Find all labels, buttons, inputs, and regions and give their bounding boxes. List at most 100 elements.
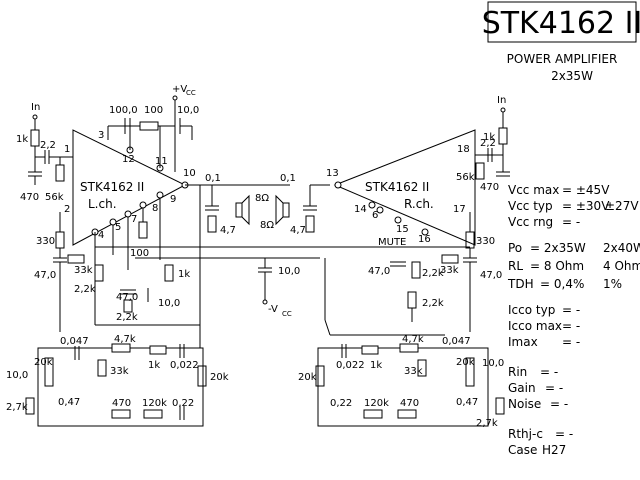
svg-text:56k: 56k	[45, 192, 64, 203]
svg-text:5: 5	[115, 222, 121, 233]
svg-text:2,2k: 2,2k	[422, 298, 444, 309]
svg-text:CC: CC	[282, 310, 292, 318]
svg-text:±27V: ±27V	[605, 199, 639, 213]
svg-text:470: 470	[400, 398, 419, 409]
svg-text:2,2: 2,2	[40, 140, 56, 151]
subtitle-power-amplifier: POWER AMPLIFIER	[507, 52, 618, 66]
svg-text:470: 470	[480, 182, 499, 193]
left-chip-name: STK4162 II	[80, 180, 144, 194]
svg-text:10,0: 10,0	[177, 105, 199, 116]
svg-text:100: 100	[144, 105, 163, 116]
svg-text:Gain: Gain	[508, 381, 536, 395]
svg-text:Icco typ: Icco typ	[508, 303, 555, 317]
svg-text:1k: 1k	[483, 132, 495, 143]
svg-text:47,0: 47,0	[34, 270, 56, 281]
svg-text:6: 6	[372, 210, 378, 221]
svg-text:0,47: 0,47	[456, 397, 478, 408]
svg-text:= ±30V: = ±30V	[562, 199, 610, 213]
svg-text:15: 15	[396, 224, 409, 235]
page-title: STK4162 II	[482, 6, 640, 41]
svg-text:= 8 Ohm: = 8 Ohm	[530, 259, 584, 273]
svg-text:4,7: 4,7	[220, 225, 236, 236]
svg-text:4 Ohm: 4 Ohm	[603, 259, 640, 273]
svg-text:120k: 120k	[142, 398, 167, 409]
svg-text:1: 1	[64, 144, 70, 155]
svg-text:33k: 33k	[440, 265, 459, 276]
svg-text:33k: 33k	[404, 366, 423, 377]
svg-text:8Ω: 8Ω	[255, 193, 269, 204]
spec-value: = ±45V	[562, 183, 610, 197]
spec-table: Vcc max = ±45V Vcc typ = ±30V ±27V Vcc r…	[507, 183, 640, 457]
right-input-terminal	[500, 107, 506, 113]
svg-text:4,7k: 4,7k	[402, 334, 424, 345]
svg-text:2,7k: 2,7k	[476, 418, 498, 429]
vcc-positive-terminal	[172, 95, 178, 101]
svg-text:13: 13	[326, 168, 339, 179]
vcc-positive-label: +V	[172, 84, 187, 95]
svg-text:10,0: 10,0	[6, 370, 28, 381]
svg-text:10,0: 10,0	[482, 358, 504, 369]
svg-text:10,0: 10,0	[158, 298, 180, 309]
svg-text:20k: 20k	[34, 357, 53, 368]
svg-text:0,1: 0,1	[205, 173, 221, 184]
svg-text:TDH: TDH	[507, 277, 534, 291]
left-bias-resistor	[55, 164, 65, 182]
svg-text:3: 3	[98, 130, 104, 141]
right-chip-outline	[333, 129, 476, 246]
svg-text:Rin: Rin	[508, 365, 527, 379]
svg-text:4,7k: 4,7k	[114, 334, 136, 345]
svg-text:= -: = -	[545, 381, 563, 395]
svg-text:20k: 20k	[456, 357, 475, 368]
mute-label: MUTE	[378, 237, 406, 248]
svg-text:= 0,4%: = 0,4%	[540, 277, 584, 291]
svg-text:= -: = -	[555, 427, 573, 441]
svg-text:10: 10	[183, 168, 196, 179]
svg-text:2,2: 2,2	[480, 138, 496, 149]
svg-text:0,022: 0,022	[170, 360, 199, 371]
svg-text:H27: H27	[542, 443, 566, 457]
right-speaker-icon	[275, 194, 284, 226]
svg-text:47,0: 47,0	[116, 292, 138, 303]
svg-text:33k: 33k	[74, 265, 93, 276]
svg-text:Vcc rng: Vcc rng	[508, 215, 553, 229]
left-speaker-icon	[235, 202, 243, 218]
svg-text:47,0: 47,0	[480, 270, 502, 281]
svg-text:330: 330	[36, 236, 55, 247]
svg-text:= -: = -	[562, 319, 580, 333]
svg-text:Vcc typ: Vcc typ	[508, 199, 553, 213]
svg-text:330: 330	[476, 236, 495, 247]
svg-text:14: 14	[354, 204, 367, 215]
svg-text:2,2k: 2,2k	[116, 312, 138, 323]
svg-text:20k: 20k	[210, 372, 229, 383]
svg-text:Rthj-c: Rthj-c	[508, 427, 543, 441]
svg-text:Icco max: Icco max	[508, 319, 562, 333]
svg-text:= -: = -	[562, 303, 580, 317]
right-chip-channel: R.ch.	[404, 197, 434, 211]
svg-text:Noise: Noise	[508, 397, 541, 411]
svg-text:2,2k: 2,2k	[422, 268, 444, 279]
svg-text:0,22: 0,22	[172, 398, 194, 409]
svg-text:56k: 56k	[456, 172, 475, 183]
svg-text:100: 100	[130, 248, 149, 259]
left-chip-channel: L.ch.	[88, 197, 117, 211]
title-box	[487, 1, 637, 43]
svg-text:= 2x35W: = 2x35W	[530, 241, 586, 255]
svg-text:2: 2	[64, 204, 70, 215]
svg-text:1k: 1k	[178, 269, 190, 280]
svg-text:1%: 1%	[603, 277, 622, 291]
svg-text:RL: RL	[508, 259, 523, 273]
svg-text:Case: Case	[508, 443, 537, 457]
svg-text:17: 17	[453, 204, 466, 215]
svg-text:0,47: 0,47	[58, 397, 80, 408]
vcc-negative-label: -V	[268, 304, 278, 315]
svg-text:11: 11	[155, 156, 168, 167]
svg-text:18: 18	[457, 144, 470, 155]
left-feedback-resistor	[55, 231, 65, 249]
svg-text:CC: CC	[186, 89, 196, 97]
left-input-resistor	[30, 129, 40, 147]
svg-text:1k: 1k	[148, 360, 160, 371]
svg-text:Po: Po	[508, 241, 522, 255]
svg-text:470: 470	[20, 192, 39, 203]
